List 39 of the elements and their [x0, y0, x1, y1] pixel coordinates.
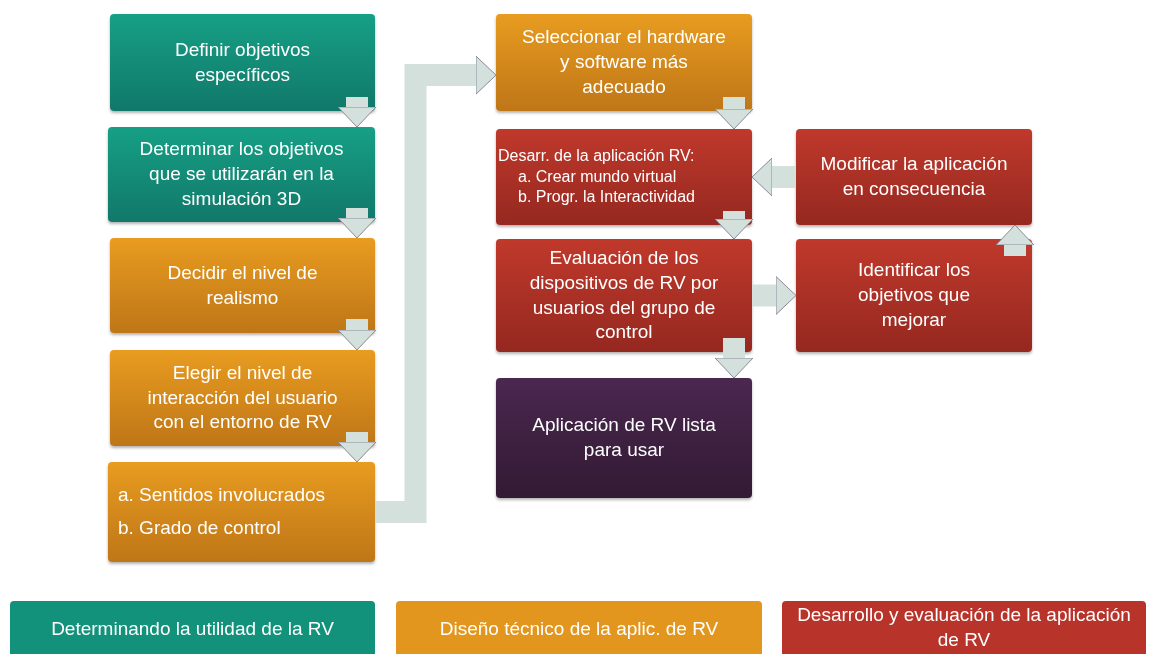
legend-text: Determinando la utilidad de la RV: [51, 617, 334, 641]
box-text: Modificar la aplicación en consecuencia: [819, 152, 1009, 201]
block-arrow: [752, 276, 797, 315]
block-arrow: [995, 224, 1035, 256]
block-arrow: [714, 211, 754, 240]
box-text: Seleccionar el hardware y software más adecuado: [521, 25, 727, 99]
block-arrow: [337, 208, 377, 239]
process-box: [796, 239, 1032, 352]
block-arrow: [714, 338, 754, 379]
process-box: [108, 127, 375, 222]
box-text: Identificar los objetivos que mejorar: [857, 258, 971, 332]
block-arrow: [714, 97, 754, 130]
box-text: Evaluación de los dispositivos de RV por usuarios del grupo de control: [528, 246, 720, 345]
box-text: Aplicación de RV lista para usar: [531, 413, 717, 462]
block-arrow: [337, 319, 377, 351]
box-text: b. Progr. la Interactividad: [518, 187, 695, 208]
box-text: Determinar los objetivos que se utilizarán en la simulación 3D: [138, 137, 345, 211]
box-text: a. Sentidos involucrados: [118, 483, 325, 508]
block-arrow: [337, 97, 377, 128]
block-arrow: [375, 55, 497, 523]
box-text: Decidir el nivel de realismo: [166, 260, 319, 310]
box-text: a. Crear mundo virtual: [518, 166, 677, 187]
block-arrow: [337, 432, 377, 463]
process-box: [108, 462, 375, 562]
box-text: b. Grado de control: [118, 516, 281, 540]
box-text: Definir objetivos específicos: [173, 37, 312, 87]
block-arrow: [751, 157, 796, 197]
process-box: [796, 129, 1032, 225]
process-box: [496, 239, 752, 352]
process-box: [110, 350, 375, 446]
process-box: [496, 14, 752, 111]
box-text: Elegir el nivel de interacción del usuario con el entorno de RV: [146, 360, 339, 435]
box-text: Desarr. de la aplicación RV:: [498, 145, 695, 166]
legend-text: Desarrollo y evaluación de la aplicación de RV: [796, 603, 1132, 652]
process-box: [496, 378, 752, 498]
legend-text: Diseño técnico de la aplic. de RV: [439, 617, 719, 641]
process-box: [496, 129, 752, 225]
process-box: [110, 14, 375, 111]
process-box: [110, 238, 375, 333]
